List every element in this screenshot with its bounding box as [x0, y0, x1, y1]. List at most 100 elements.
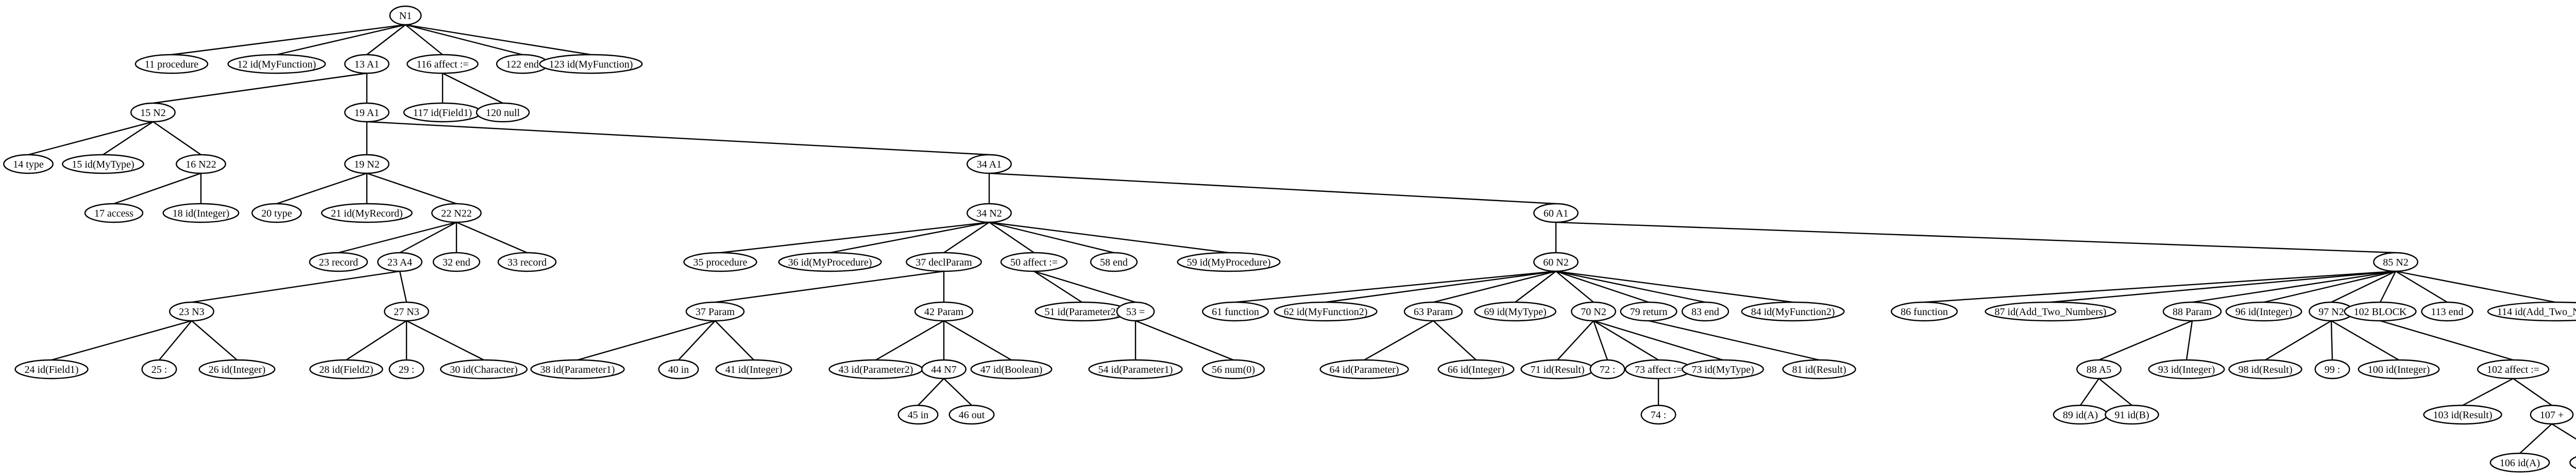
tree-edge [678, 320, 716, 360]
tree-edge [2192, 270, 2396, 303]
tree-node-ellipse [309, 252, 368, 272]
tree-edge [829, 221, 990, 254]
tree-node-label: 23 record [319, 257, 358, 268]
tree-node-label: 63 Param [1414, 306, 1453, 318]
tree-node-label: 16 N22 [185, 159, 216, 170]
tree-node: 69 id(MyType) [1474, 301, 1556, 322]
tree-node-label: 35 procedure [693, 257, 748, 268]
tree-node-ellipse [2358, 359, 2440, 380]
tree-node-label: 34 N2 [976, 208, 1002, 219]
tree-node-ellipse [169, 301, 214, 322]
tree-node: 38 id(Parameter1) [530, 359, 625, 380]
tree-edge [366, 121, 990, 156]
tree-node-ellipse [2314, 359, 2350, 380]
tree-node-label: 33 record [507, 257, 547, 268]
tree-node-label: 61 function [1212, 306, 1259, 318]
tree-node: 86 function [1890, 301, 1958, 322]
tree-edge [1555, 221, 2396, 254]
tree-edge [1648, 320, 1820, 361]
tree-node-label: N1 [399, 10, 412, 22]
tree-node: 73 affect := [1624, 359, 1692, 380]
tree-node: 88 A5 [2076, 359, 2122, 380]
tree-node: 58 end [1090, 252, 1138, 272]
tree-node: 74 : [1640, 404, 1676, 425]
tree-edge [1592, 320, 1608, 360]
tree-node-label: 120 null [486, 107, 520, 119]
tree-edge [989, 221, 1229, 254]
tree-node-ellipse [914, 301, 974, 322]
tree-node: 14 type [3, 154, 54, 174]
tree-node-label: 53 = [1126, 306, 1145, 318]
tree-node: 43 id(Parameter2) [828, 359, 923, 380]
tree-node-ellipse [658, 359, 699, 380]
tree-edge [943, 222, 990, 253]
tree-node: 13 A1 [344, 54, 389, 74]
tree-node-ellipse [2373, 252, 2418, 272]
tree-node: 59 id(MyProcedure) [1177, 252, 1281, 272]
tree-node-ellipse [778, 252, 882, 272]
tree-node: 96 id(Integer) [2225, 301, 2302, 322]
tree-node: 54 id(Parameter1) [1088, 359, 1183, 380]
tree-node: 107 + [2530, 404, 2574, 425]
tree-node-ellipse [1620, 301, 1677, 322]
tree-edge [159, 320, 192, 360]
tree-node: 23 record [309, 252, 368, 272]
tree-edge [51, 320, 192, 361]
tree-node: 37 Param [685, 301, 745, 322]
tree-edge [2519, 423, 2552, 454]
tree-node: N1 [389, 5, 422, 26]
tree-edge [943, 378, 972, 406]
tree-node-ellipse [2228, 359, 2302, 380]
tree-node-label: 98 id(Result) [2239, 364, 2293, 375]
tree-edge [2331, 320, 2399, 361]
tree-node-ellipse [309, 359, 383, 380]
tree-node: 91 id(B) [2105, 404, 2159, 425]
tree-edge [276, 172, 367, 205]
tree-node: 102 BLOCK [2344, 301, 2417, 322]
tree-node-ellipse [1682, 359, 1764, 380]
tree-edge [366, 24, 406, 55]
tree-node: 23 A4 [377, 252, 422, 272]
tree-node-ellipse [389, 5, 422, 26]
tree-edge [1033, 270, 1082, 303]
tree-node-label: 72 : [1600, 364, 1616, 375]
tree-edge [1433, 320, 1477, 360]
tree-edge [1557, 320, 1594, 360]
tree-edge [2380, 320, 2514, 361]
tree-node-label: 106 id(A) [2500, 457, 2540, 469]
tree-node-ellipse [377, 252, 422, 272]
tree-node-label: 23 N3 [179, 306, 204, 318]
tree-node-label: 81 id(Result) [1792, 364, 1846, 375]
tree-edge [2080, 378, 2099, 406]
tree-node-label: 19 N2 [354, 159, 379, 170]
tree-edge [715, 320, 754, 360]
tree-edge [103, 121, 154, 156]
tree-node-ellipse [967, 154, 1012, 174]
tree-node: 35 procedure [683, 252, 757, 272]
tree-node-ellipse [2569, 456, 2576, 469]
tree-node: 16 N22 [176, 154, 226, 174]
tree-node-ellipse [2225, 301, 2302, 322]
tree-node-ellipse [1116, 301, 1155, 322]
tree-node-label: 97 N2 [2318, 306, 2344, 318]
tree-node: 100 id(Integer) [2358, 359, 2440, 380]
tree-edge [2395, 270, 2556, 303]
tree-node-ellipse [1274, 301, 1378, 322]
tree-node: 41 id(Integer) [715, 359, 792, 380]
tree-node: 32 end [432, 252, 481, 272]
tree-node-ellipse [251, 203, 302, 223]
tree-node-ellipse [897, 404, 939, 425]
tree-node: 62 id(MyFunction2) [1274, 301, 1378, 322]
tree-node-ellipse [1088, 359, 1183, 380]
tree-edge [1235, 270, 1556, 303]
tree-node-label: 28 id(Field2) [319, 364, 374, 375]
tree-edge [2379, 271, 2397, 303]
tree-edge [1593, 320, 1659, 361]
tree-node-ellipse [539, 54, 643, 74]
tree-node-ellipse [344, 102, 389, 123]
tree-node-label: 123 id(MyFunction) [549, 59, 633, 70]
tree-node-ellipse [1533, 252, 1579, 272]
tree-node: 28 id(Field2) [309, 359, 383, 380]
tree-node: 45 in [897, 404, 939, 425]
